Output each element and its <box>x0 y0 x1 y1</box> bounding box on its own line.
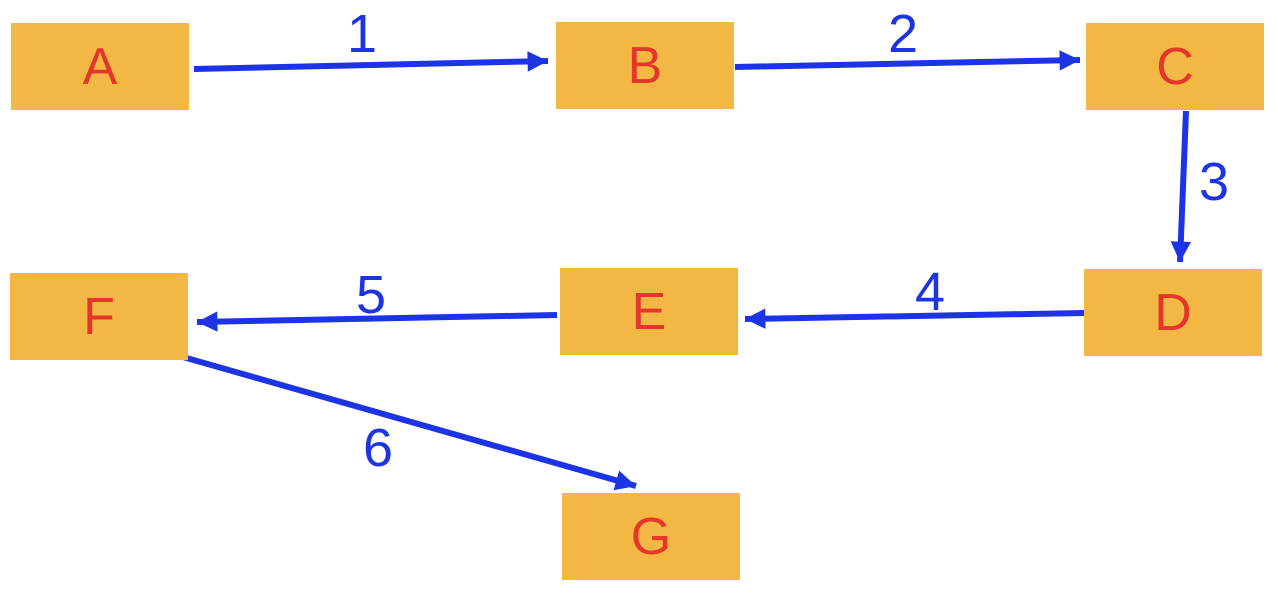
node-a-label: A <box>82 37 118 96</box>
edge-label-2: 2 <box>888 4 918 64</box>
node-b: B <box>556 22 734 109</box>
edge-label-6: 6 <box>363 418 393 478</box>
edge-f-g: 6 <box>182 354 637 491</box>
edge-e-f: 5 <box>196 265 558 332</box>
edge-label-4: 4 <box>915 262 945 322</box>
edge-c-d: 3 <box>1170 110 1229 263</box>
node-g: G <box>562 493 740 580</box>
edge-label-3: 3 <box>1199 152 1229 212</box>
edge-a-b: 1 <box>193 4 549 72</box>
node-d-label: D <box>1154 283 1192 342</box>
edge-label-1: 1 <box>347 4 377 64</box>
node-d: D <box>1084 269 1262 356</box>
node-f-label: F <box>83 287 115 346</box>
edge-label-5: 5 <box>356 265 386 325</box>
edge-b-c: 2 <box>734 4 1081 71</box>
node-c: C <box>1086 23 1264 110</box>
node-a: A <box>11 23 189 110</box>
node-f: F <box>10 273 188 360</box>
node-g-label: G <box>630 507 672 566</box>
node-c-label: C <box>1156 37 1194 96</box>
edge-d-e: 4 <box>744 262 1085 329</box>
node-e: E <box>560 268 738 355</box>
node-b-label: B <box>627 36 663 95</box>
node-e-label: E <box>631 282 667 341</box>
